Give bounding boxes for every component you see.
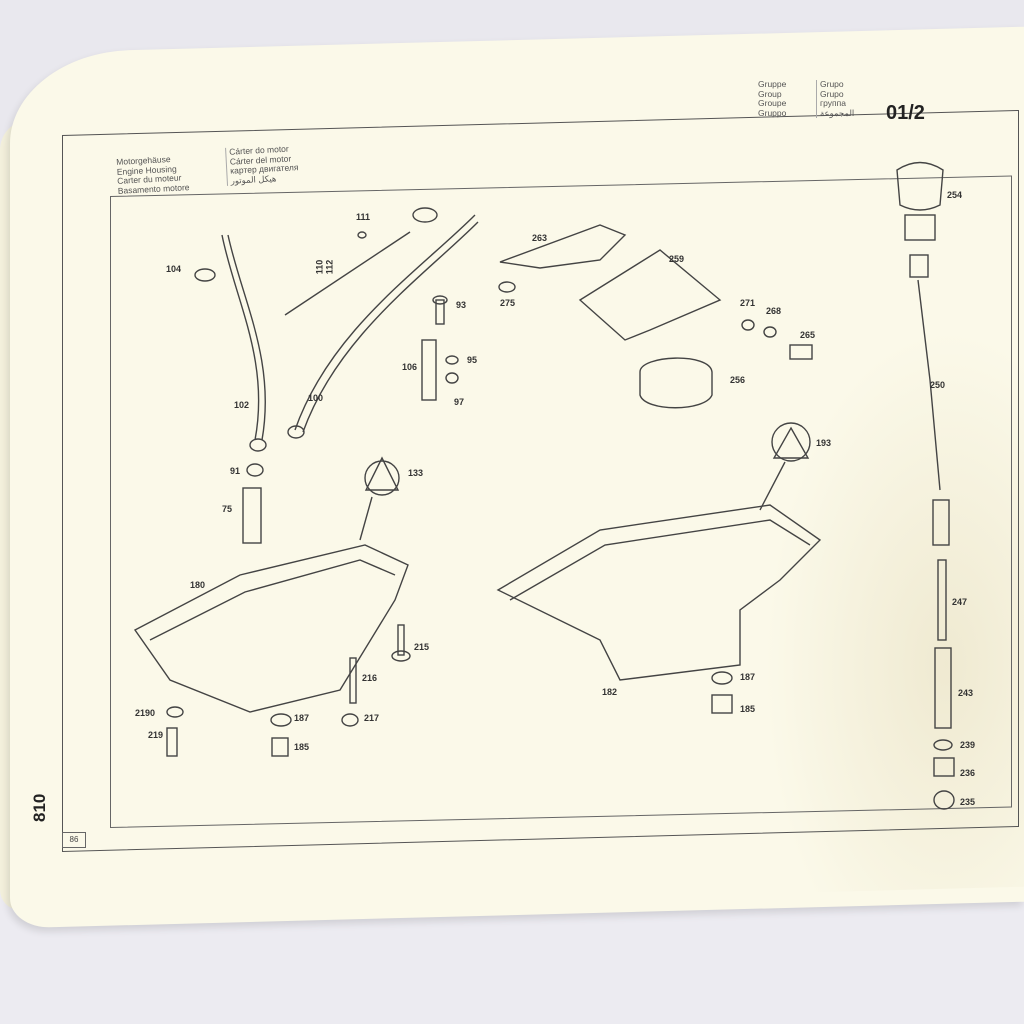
part-label: 265 [800,330,816,340]
part-label: 193 [816,438,832,448]
group-number: 01/2 [886,102,925,124]
bracket-263 [499,224,627,269]
part-label: 91 [230,466,241,476]
part-label: 185 [740,704,756,714]
dipstick-tube-100 [294,214,476,431]
group-left: Gruppe Group Groupe Gruppo [758,79,787,118]
group-it: Gruppo [758,107,787,118]
part-label: 185 [294,742,310,752]
part-label: 263 [532,233,548,243]
group-pt: Grupo [820,79,844,89]
part-label: 104 [166,264,182,274]
group-right: Grupo Grupo группа المجموعة [816,79,855,118]
part-label: 216 [362,673,378,683]
group-fr: Groupe [758,98,787,108]
dipstick-tube-102 [221,234,260,441]
part-label: 97 [454,397,465,407]
part-label: 180 [190,580,206,590]
part-label: 243 [958,688,974,698]
page-number: 86 [62,832,86,848]
part-label: 106 [402,362,418,372]
part-label: 235 [960,797,976,807]
part-label: 275 [500,298,516,308]
baffle-133 [364,456,400,491]
part-label: 187 [740,672,756,682]
part-label: 2190 [135,708,156,718]
part-label: 259 [669,254,685,264]
clamp-256 [639,357,713,409]
part-label: 75 [222,504,233,514]
group-ar: المجموعة [820,107,855,118]
oil-pan-182 [496,504,822,681]
part-label: 254 [947,190,963,200]
part-label: 217 [364,713,380,723]
part-label: 133 [408,468,424,478]
filter-254 [896,161,944,211]
group-es: Grupo [820,88,844,99]
part-label: 236 [960,768,976,778]
bracket-259 [578,249,722,341]
part-label: 219 [148,730,164,740]
part-label: 95 [467,355,478,365]
part-label: 271 [740,298,756,308]
part-label: 268 [766,306,782,316]
group-ru: группа [820,98,846,108]
part-label: 182 [602,687,618,697]
part-label: 239 [960,740,976,750]
part-label: 112 [324,259,335,275]
bracket-104 [194,268,216,282]
part-label: 111 [356,212,371,222]
part-label: 100 [308,393,324,403]
part-label: 93 [456,300,467,310]
part-label: 187 [294,713,310,723]
part-label: 250 [930,380,946,390]
oil-pan-180 [133,544,409,713]
part-label: 215 [414,642,430,652]
baffle-193 [772,426,810,459]
group-en: Group [758,88,782,99]
line-250 [917,279,941,491]
group-de: Gruppe [758,79,787,89]
dipstick-110 [284,231,411,316]
part-label: 247 [952,597,968,607]
part-label: 110 [314,259,325,275]
part-label: 102 [234,400,250,410]
part-label: 256 [730,375,746,385]
